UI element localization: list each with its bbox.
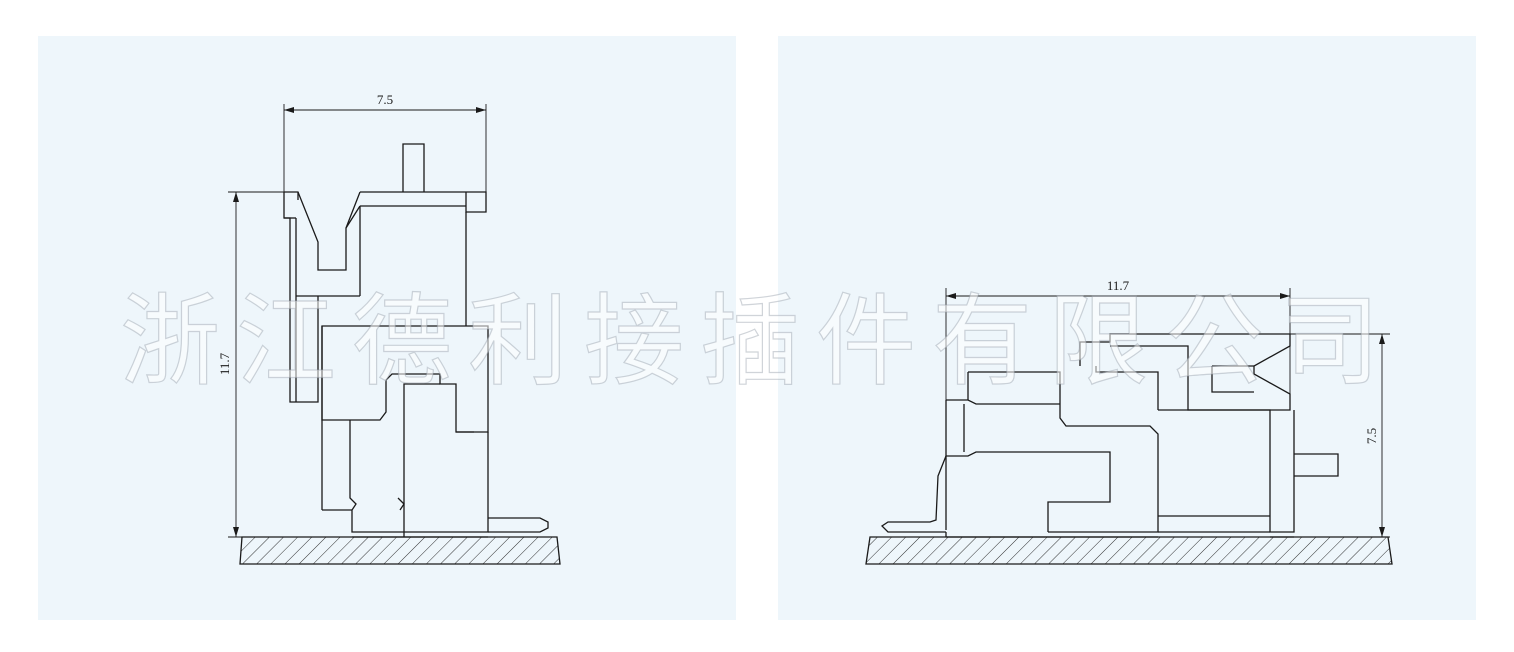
right-width-dimension: 11.7 [945,278,1291,406]
left-height-label: 11.7 [217,352,232,375]
right-view-panel [778,36,1476,620]
left-connector-body [283,143,549,538]
right-height-dimension: 7.5 [1290,333,1390,538]
left-view-drawing: 7.5 11.7 [217,92,561,565]
right-view-drawing: 11.7 7.5 [865,278,1393,565]
right-connector-body [880,333,1339,538]
left-view-panel [38,36,736,620]
left-width-dimension: 7.5 [283,92,487,192]
right-base-plate [865,536,1393,565]
left-base-plate [239,536,561,565]
right-width-label: 11.7 [1107,278,1130,293]
left-height-dimension: 11.7 [217,191,300,538]
right-height-label: 7.5 [1364,428,1379,444]
left-width-label: 7.5 [377,92,393,107]
